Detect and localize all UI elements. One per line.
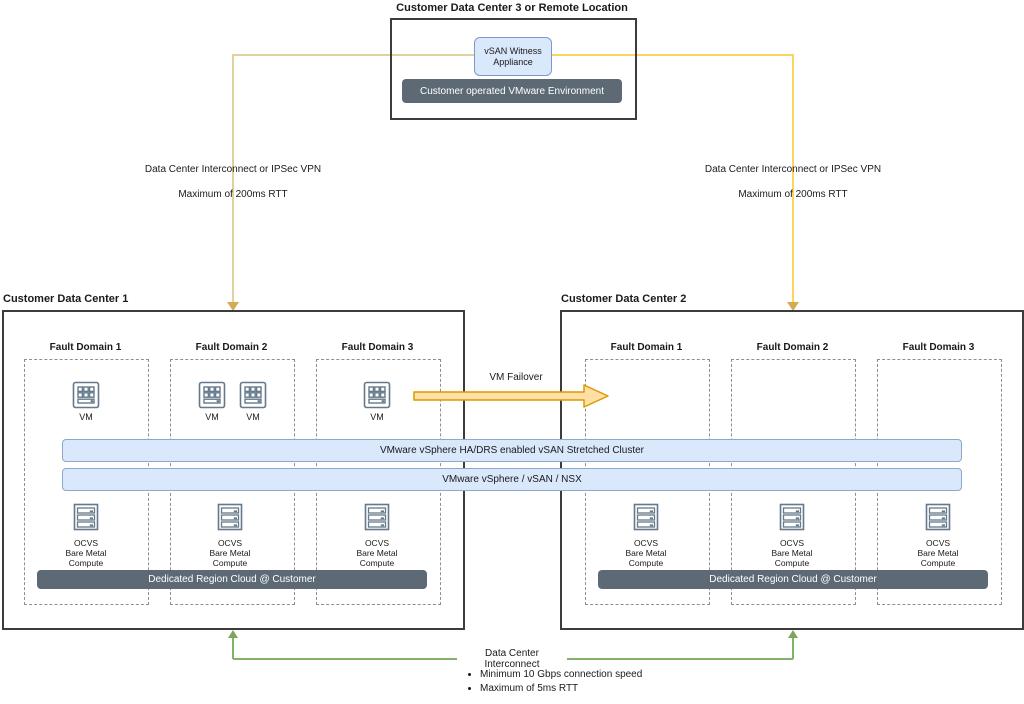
dc1-fd2-title: Fault Domain 2 (195, 341, 268, 353)
compute-line2: Bare Metal (356, 548, 398, 558)
server-icon (633, 503, 659, 531)
wan-right-label-1: Data Center Interconnect or IPSec VPN (704, 163, 882, 175)
dc2-fd2-title: Fault Domain 2 (756, 341, 829, 353)
vm-label: VM (205, 412, 219, 422)
compute-line1: OCVS (779, 538, 805, 548)
wan-line-right-vertical (792, 54, 794, 303)
interconnect-bullet-2: Maximum of 5ms RTT (480, 683, 642, 695)
dc2-title: Customer Data Center 2 (561, 293, 687, 305)
server-icon (779, 503, 805, 531)
dc2-fd3-title: Fault Domain 3 (902, 341, 975, 353)
server-icon (925, 503, 951, 531)
wan-line-right-horizontal (549, 54, 793, 56)
wan-left-label-1: Data Center Interconnect or IPSec VPN (144, 163, 322, 175)
dc1-fd3-title: Fault Domain 3 (341, 341, 414, 353)
wan-line-left-horizontal (233, 54, 474, 56)
compute-line2: Bare Metal (917, 548, 959, 558)
server-icon (364, 503, 390, 531)
arrow-down-icon (227, 302, 239, 311)
interconnect-bullet-1: Minimum 10 Gbps connection speed (480, 669, 642, 681)
dc1-fd1-title: Fault Domain 1 (49, 341, 122, 353)
vm-icon (72, 381, 100, 409)
dc1-title: Customer Data Center 1 (3, 293, 129, 305)
vsan-witness-appliance-box: vSAN Witness Appliance (474, 37, 552, 76)
compute-line3: Compute (212, 558, 248, 568)
compute-line2: Bare Metal (771, 548, 813, 558)
compute-line3: Compute (774, 558, 810, 568)
compute-line3: Compute (359, 558, 395, 568)
compute-line3: Compute (68, 558, 104, 568)
wan-line-left-vertical (232, 54, 234, 303)
compute-line1: OCVS (73, 538, 99, 548)
vm-icon (239, 381, 267, 409)
interconnect-line-left (232, 638, 234, 659)
vsphere-vsan-nsx-bar: VMware vSphere / vSAN / NSX (62, 468, 962, 491)
vm-failover-label: VM Failover (489, 371, 543, 383)
interconnect-bullets: Minimum 10 Gbps connection speed Maximum… (466, 669, 642, 697)
server-icon (73, 503, 99, 531)
wan-left-label-2: Maximum of 200ms RTT (178, 188, 288, 200)
remote-site-box (390, 18, 637, 120)
vm-icon (363, 381, 391, 409)
compute-line1: OCVS (633, 538, 659, 548)
dc1-region-bar: Dedicated Region Cloud @ Customer (37, 570, 427, 589)
compute-line2: Bare Metal (209, 548, 251, 558)
wan-right-label-2: Maximum of 200ms RTT (738, 188, 848, 200)
server-icon (217, 503, 243, 531)
vm-label: VM (370, 412, 384, 422)
arrow-up-icon (228, 630, 238, 638)
compute-line2: Bare Metal (65, 548, 107, 558)
compute-line3: Compute (920, 558, 956, 568)
arrow-up-icon (788, 630, 798, 638)
vm-label: VM (246, 412, 260, 422)
interconnect-label: Data Center Interconnect (457, 648, 567, 670)
dc2-fd1-title: Fault Domain 1 (610, 341, 683, 353)
arrow-down-icon (787, 302, 799, 311)
vsphere-stretched-cluster-bar: VMware vSphere HA/DRS enabled vSAN Stret… (62, 439, 962, 462)
dc2-region-bar: Dedicated Region Cloud @ Customer (598, 570, 988, 589)
vm-label: VM (79, 412, 93, 422)
interconnect-line-right (792, 638, 794, 659)
customer-vmware-environment-bar: Customer operated VMware Environment (402, 79, 622, 103)
compute-line1: OCVS (217, 538, 243, 548)
failover-arrow-icon (413, 383, 610, 409)
compute-line1: OCVS (364, 538, 390, 548)
compute-line2: Bare Metal (625, 548, 667, 558)
compute-line1: OCVS (925, 538, 951, 548)
vm-icon (198, 381, 226, 409)
remote-site-title: Customer Data Center 3 or Remote Locatio… (396, 2, 628, 14)
compute-line3: Compute (628, 558, 664, 568)
